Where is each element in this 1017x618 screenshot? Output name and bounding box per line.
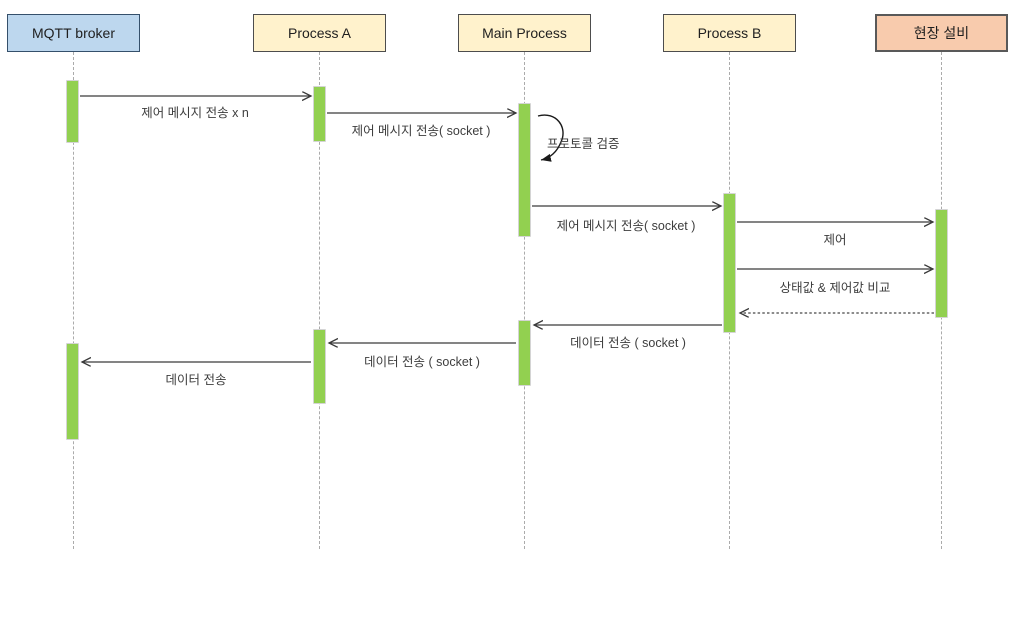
actor-box-process-a: Process A xyxy=(253,14,386,52)
arrow-self-loop-protocol-check xyxy=(537,114,564,162)
actor-box-process-b: Process B xyxy=(663,14,796,52)
activation-bar-process-a-1 xyxy=(313,86,326,142)
lifeline-main-process xyxy=(524,52,525,549)
actor-label: MQTT broker xyxy=(32,25,115,41)
activation-bar-process-a-2 xyxy=(313,329,326,404)
lifeline-mqtt-broker xyxy=(73,52,74,549)
message-label-self-loop: 프로토콜 검증 xyxy=(547,137,620,151)
actor-label: 현장 설비 xyxy=(913,25,970,41)
message-label-8: 데이터 전송 ( socket ) xyxy=(570,336,686,350)
message-label-9: 데이터 전송 ( socket ) xyxy=(364,355,480,369)
message-label-6: 상태값 & 제어값 비교 xyxy=(779,281,891,295)
actor-label: Process B xyxy=(697,25,762,41)
activation-bar-main-1 xyxy=(518,103,531,237)
activation-bar-main-2 xyxy=(518,320,531,386)
message-label-1: 제어 메시지 전송 x n xyxy=(141,106,249,120)
activation-bar-mqtt-2 xyxy=(66,343,79,440)
actor-box-mqtt-broker: MQTT broker xyxy=(7,14,140,52)
lifeline-process-a xyxy=(319,52,320,549)
message-label-4: 제어 메시지 전송( socket ) xyxy=(556,219,696,233)
activation-bar-mqtt-1 xyxy=(66,80,79,143)
actor-box-field-equipment: 현장 설비 xyxy=(875,14,1008,52)
activation-bar-process-b-1 xyxy=(723,193,736,333)
actor-label: Main Process xyxy=(482,25,567,41)
message-label-2: 제어 메시지 전송( socket ) xyxy=(351,124,491,138)
message-label-10: 데이터 전송 xyxy=(165,373,227,387)
actor-label: Process A xyxy=(287,25,352,41)
activation-bar-field-1 xyxy=(935,209,948,318)
actor-box-main-process: Main Process xyxy=(458,14,591,52)
message-label-5: 제어 xyxy=(823,233,847,247)
